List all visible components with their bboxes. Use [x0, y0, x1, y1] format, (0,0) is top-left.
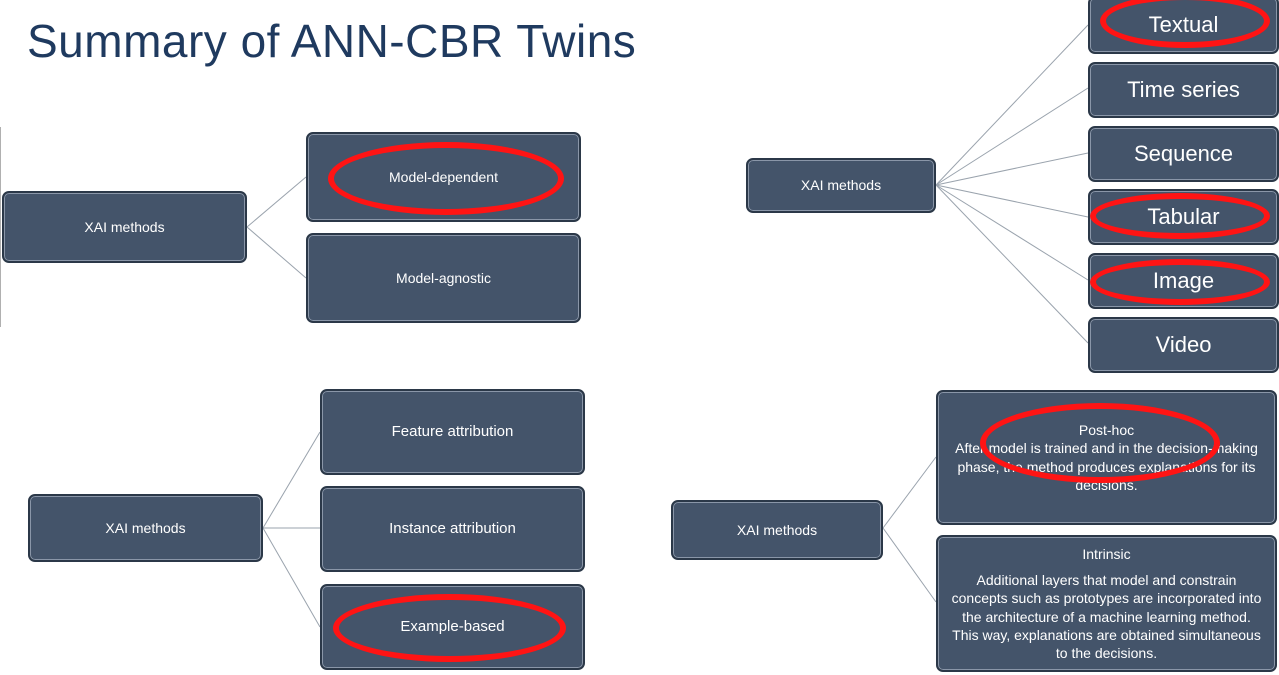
bl-root-label: XAI methods: [105, 519, 186, 536]
tr-child-label-5: Image: [1152, 267, 1215, 293]
tr-child-tabular: Tabular: [1088, 189, 1279, 245]
connector-bl-1: [262, 431, 321, 529]
left-edge-rule: [0, 127, 1, 327]
br-child-post-hoc: Post-hoc After model is trained and in t…: [936, 390, 1277, 525]
tl-root-label: XAI methods: [84, 218, 165, 235]
connector-br-1: [882, 456, 937, 529]
tr-child-label-3: Sequence: [1133, 140, 1234, 166]
br-child-intrinsic: Intrinsic Additional layers that model a…: [936, 535, 1277, 672]
br-posthoc-text: After model is trained and in the decisi…: [955, 440, 1258, 493]
br-root-box: XAI methods: [671, 500, 883, 560]
bl-root-box: XAI methods: [28, 494, 263, 562]
tl-root-box: XAI methods: [2, 191, 247, 263]
tl-child-label-1: Model-dependent: [389, 168, 498, 185]
bl-child-instance-attribution: Instance attribution: [320, 486, 585, 572]
tr-child-label-4: Tabular: [1147, 203, 1220, 229]
connector-tr-5: [935, 184, 1089, 281]
tl-child-model-dependent: Model-dependent: [306, 132, 581, 222]
tr-child-video: Video: [1088, 317, 1279, 373]
connector-tl-2: [246, 226, 307, 279]
connector-tr-1: [935, 24, 1089, 186]
br-intrinsic-head: Intrinsic: [1082, 545, 1131, 562]
tr-child-label-2: Time series: [1127, 76, 1240, 102]
bl-child-example-based: Example-based: [320, 584, 585, 670]
connector-tl-1: [246, 176, 307, 228]
bl-child-label-3: Example-based: [400, 618, 505, 636]
bl-child-feature-attribution: Feature attribution: [320, 389, 585, 475]
tr-child-image: Image: [1088, 253, 1279, 309]
br-posthoc-head: Post-hoc: [1078, 422, 1135, 439]
tl-child-label-2: Model-agnostic: [396, 269, 491, 286]
bl-child-label-1: Feature attribution: [391, 423, 514, 441]
connector-tr-3: [935, 152, 1089, 186]
tr-child-textual: Textual: [1088, 0, 1279, 54]
bl-child-label-2: Instance attribution: [389, 520, 516, 538]
tr-root-box: XAI methods: [746, 158, 936, 213]
tr-child-time-series: Time series: [1088, 62, 1279, 118]
connector-tr-2: [935, 87, 1089, 186]
br-intrinsic-text: Additional layers that model and constra…: [951, 572, 1262, 661]
connector-tr-6: [935, 184, 1089, 344]
tr-child-sequence: Sequence: [1088, 126, 1279, 182]
br-root-label: XAI methods: [736, 521, 818, 538]
tl-child-model-agnostic: Model-agnostic: [306, 233, 581, 323]
slide-title: Summary of ANN-CBR Twins: [27, 15, 637, 67]
connector-tr-4: [935, 184, 1089, 218]
tr-child-label-6: Video: [1155, 331, 1212, 357]
tr-root-label: XAI methods: [800, 177, 882, 194]
tr-child-label-1: Textual: [1148, 11, 1219, 37]
connector-br-2: [882, 527, 937, 603]
connector-bl-3: [262, 527, 321, 628]
